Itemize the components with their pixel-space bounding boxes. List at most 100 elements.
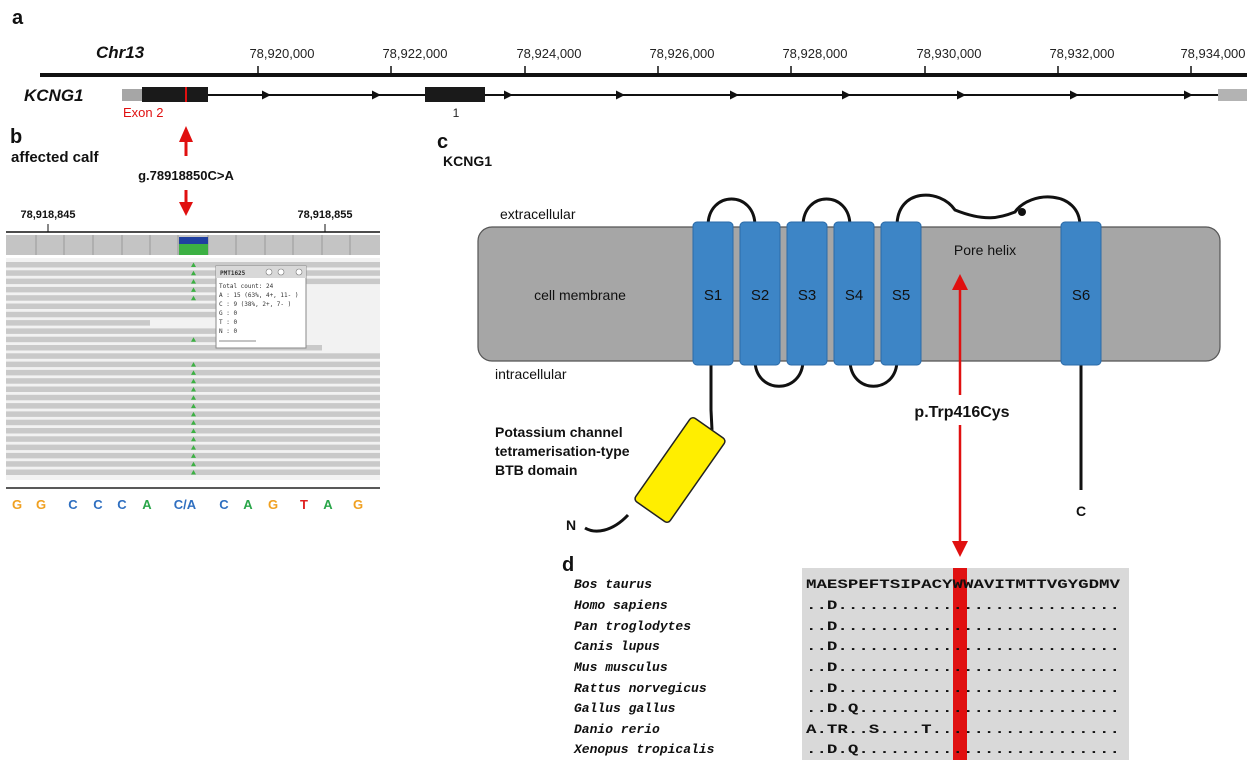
segment-label: S2 xyxy=(751,287,769,304)
segment-label: S5 xyxy=(892,287,910,304)
variant-arrows xyxy=(179,126,193,216)
chromosome-label: Chr13 xyxy=(96,43,145,62)
mismatch-marker xyxy=(191,436,196,442)
mismatch-marker xyxy=(191,420,196,425)
membrane-label: cell membrane xyxy=(534,287,626,303)
pore-helix-label: Pore helix xyxy=(954,242,1016,258)
popup-line: G : 0 xyxy=(219,310,237,317)
alignment: Bos taurus MAESPEFTSIPACYWWAVITMTTVGYGDM… xyxy=(573,577,1120,757)
mutation-label: p.Trp416Cys xyxy=(914,404,1009,421)
mismatch-marker xyxy=(191,378,196,384)
mismatch-marker xyxy=(191,270,196,276)
extracellular-label: extracellular xyxy=(500,206,576,222)
sequence: ..D.Q......................... xyxy=(806,742,1120,757)
sequence: A.TR..S....T.................. xyxy=(806,722,1120,737)
sample-label: affected calf xyxy=(11,149,100,166)
base-variant: C/A xyxy=(174,497,197,512)
segment-label: S6 xyxy=(1072,287,1090,304)
segment-s5 xyxy=(880,221,922,366)
mismatch-marker xyxy=(191,262,196,267)
popup-title: PMT1625 xyxy=(220,270,246,277)
segment-label: S3 xyxy=(798,287,816,304)
popup-line: N : 0 xyxy=(219,328,237,335)
species-name: Danio rerio xyxy=(574,722,660,737)
base: A xyxy=(142,497,152,512)
segment-s6 xyxy=(1060,221,1102,366)
conserved-residue-highlight xyxy=(953,568,967,760)
segment-label: S1 xyxy=(704,287,722,304)
domain-label-line: tetramerisation-type xyxy=(495,443,630,459)
popup-close-icon[interactable] xyxy=(295,268,303,276)
gene-model xyxy=(122,87,1247,102)
sequence: ..D........................... xyxy=(806,619,1120,634)
coord-right: 78,918,855 xyxy=(297,209,352,221)
sequence: MAESPEFTSIPACYWWAVITMTTVGYGDMV xyxy=(806,577,1120,592)
base: A xyxy=(323,497,333,512)
variant-label: g.78918850C>A xyxy=(138,168,234,183)
gene-label: KCNG1 xyxy=(24,86,84,105)
aligned-read xyxy=(6,286,216,293)
popup-line: C : 9 (38%, 2+, 7- ) xyxy=(219,301,291,308)
n-terminus-label: N xyxy=(566,517,576,533)
domain-label-line: Potassium channel xyxy=(495,424,623,440)
popup-button-icon[interactable] xyxy=(265,268,273,276)
species-name: Mus musculus xyxy=(573,660,668,675)
aligned-read xyxy=(6,328,216,334)
mismatch-marker xyxy=(191,395,196,400)
mismatch-marker xyxy=(191,362,196,367)
tick-label: 78,922,000 xyxy=(382,46,447,61)
mismatch-marker xyxy=(191,403,196,409)
pore-loop-dot xyxy=(1018,208,1026,216)
protein-title: KCNG1 xyxy=(443,153,492,169)
species-name: Rattus norvegicus xyxy=(574,681,707,696)
mismatch-marker xyxy=(191,461,196,467)
base: G xyxy=(12,497,22,512)
mismatch-marker xyxy=(191,337,196,342)
exon2-label: Exon 2 xyxy=(123,105,163,120)
species-name: Pan troglodytes xyxy=(574,619,691,634)
mismatch-marker xyxy=(191,453,196,458)
btb-domain xyxy=(634,416,726,524)
base: C xyxy=(68,497,78,512)
exon1-label: 1 xyxy=(453,106,460,120)
aligned-read xyxy=(6,336,216,343)
sequence: ..D........................... xyxy=(806,660,1120,675)
base: G xyxy=(268,497,278,512)
reference-sequence: G G C C C A C/A C A G T A G xyxy=(12,497,363,512)
species-name: Homo sapiens xyxy=(574,598,668,613)
mismatch-marker xyxy=(191,279,196,284)
aligned-read xyxy=(6,353,380,359)
aligned-read xyxy=(6,311,216,318)
coord-left: 78,918,845 xyxy=(20,209,75,221)
mismatch-marker xyxy=(191,295,196,301)
tick-label: 78,924,000 xyxy=(516,46,581,61)
base: G xyxy=(353,497,363,512)
intracellular-label: intracellular xyxy=(495,366,567,382)
mismatch-marker xyxy=(191,428,196,433)
base: G xyxy=(36,497,46,512)
mismatch-marker xyxy=(191,287,196,292)
popup-button-icon[interactable] xyxy=(277,268,285,276)
transmembrane-segments: S1 S2 S3 S4 S5 S6 xyxy=(692,221,1102,366)
segment-label: S4 xyxy=(845,287,863,304)
aligned-read xyxy=(6,345,322,351)
segment-s4 xyxy=(833,221,875,366)
species-name: Canis lupus xyxy=(574,639,660,654)
sequence: ..D.Q......................... xyxy=(806,701,1120,716)
c-terminus-label: C xyxy=(1076,503,1086,519)
sequence: ..D........................... xyxy=(806,598,1120,613)
protein-loops xyxy=(584,193,1083,533)
panel-b-label: b xyxy=(10,126,22,148)
species-name: Bos taurus xyxy=(574,577,652,592)
segment-s2 xyxy=(739,221,781,366)
popup-line: T : 0 xyxy=(219,319,237,326)
aligned-read xyxy=(6,303,216,309)
mismatch-marker xyxy=(191,370,196,375)
species-name: Xenopus tropicalis xyxy=(573,742,715,757)
base: C xyxy=(117,497,127,512)
mismatch-marker xyxy=(191,445,196,450)
base: A xyxy=(243,497,253,512)
igv-track xyxy=(6,224,380,489)
panel-d-label: d xyxy=(562,554,574,576)
